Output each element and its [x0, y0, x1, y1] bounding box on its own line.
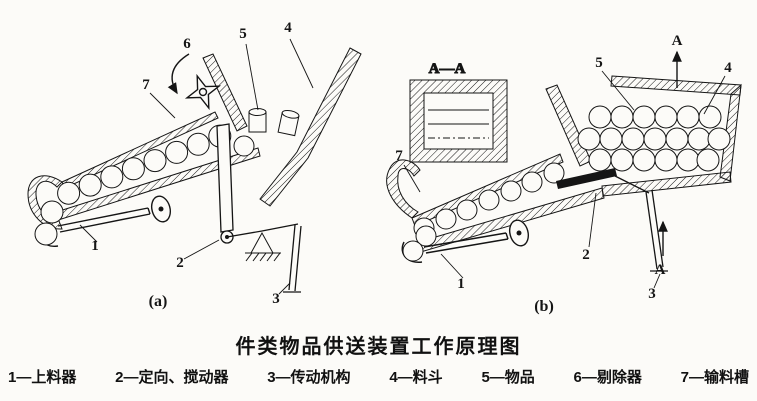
- callout-4-b: 4: [724, 60, 732, 76]
- callout-4-a: 4: [284, 20, 292, 36]
- hopper-b: [545, 75, 742, 197]
- hopper-items-b: [577, 105, 731, 172]
- legend-item-7: 7—输料槽: [680, 369, 749, 386]
- legend-item-6: 6—剔除器: [573, 369, 642, 386]
- callout-1-b: 1: [457, 276, 465, 292]
- callout-3-a: 3: [272, 291, 280, 307]
- callout-5-a: 5: [239, 26, 247, 42]
- section-arrows: [658, 50, 682, 256]
- callout-5-b: 5: [595, 55, 603, 71]
- caption-a: (a): [149, 293, 168, 310]
- callout-3-b: 3: [648, 286, 656, 302]
- legend-item-5: 5—物品: [481, 369, 535, 386]
- callout-6-a: 6: [183, 36, 191, 52]
- leader-lines-b: [403, 70, 726, 289]
- section-label: A—A: [429, 61, 466, 77]
- legend-item-4: 4—料斗: [389, 369, 443, 386]
- parts-legend: 1—上料器 2—定向、搅动器 3—传动机构 4—料斗 5—物品 6—剔除器 7—…: [0, 366, 757, 387]
- callout-7-b: 7: [395, 148, 403, 164]
- leader-lines-a: [79, 38, 314, 295]
- section-view-aa: [409, 79, 508, 163]
- diagram-canvas: 6 5 4 7 1 2 3 (a): [27, 20, 742, 315]
- caption-b: (b): [534, 298, 554, 315]
- figure-a: 6 5 4 7 1 2 3 (a): [27, 20, 362, 310]
- section-arrow-label-bottom: A: [655, 262, 666, 278]
- drive-rod-b: [614, 175, 668, 272]
- callout-2-b: 2: [582, 247, 590, 263]
- callout-7-a: 7: [142, 77, 150, 93]
- rotation-arrow: [167, 53, 190, 95]
- callout-2-a: 2: [176, 255, 184, 271]
- orienting-bar-b: [556, 168, 617, 189]
- principle-diagram: 6 5 4 7 1 2 3 (a): [27, 20, 742, 315]
- hopper-items-a: [233, 108, 300, 157]
- callout-1-a: 1: [91, 238, 99, 254]
- section-arrow-label-top: A: [672, 33, 683, 49]
- legend-item-3: 3—传动机构: [267, 369, 351, 386]
- loader-lever-a: [57, 195, 172, 233]
- hopper-a: [202, 47, 362, 207]
- agitator-link-a: [216, 123, 299, 244]
- loader-lever-b: [423, 219, 530, 254]
- rejector-star-wheel: [184, 73, 222, 111]
- figure-title: 件类物品供送装置工作原理图: [235, 336, 522, 358]
- pivot-support-a: [245, 231, 281, 262]
- drive-rod-a: [283, 224, 302, 293]
- legend-item-1: 1—上料器: [8, 369, 77, 386]
- loader-hook-a: [27, 175, 64, 247]
- figure-b: A—A: [386, 33, 742, 315]
- legend-item-2: 2—定向、搅动器: [115, 369, 229, 386]
